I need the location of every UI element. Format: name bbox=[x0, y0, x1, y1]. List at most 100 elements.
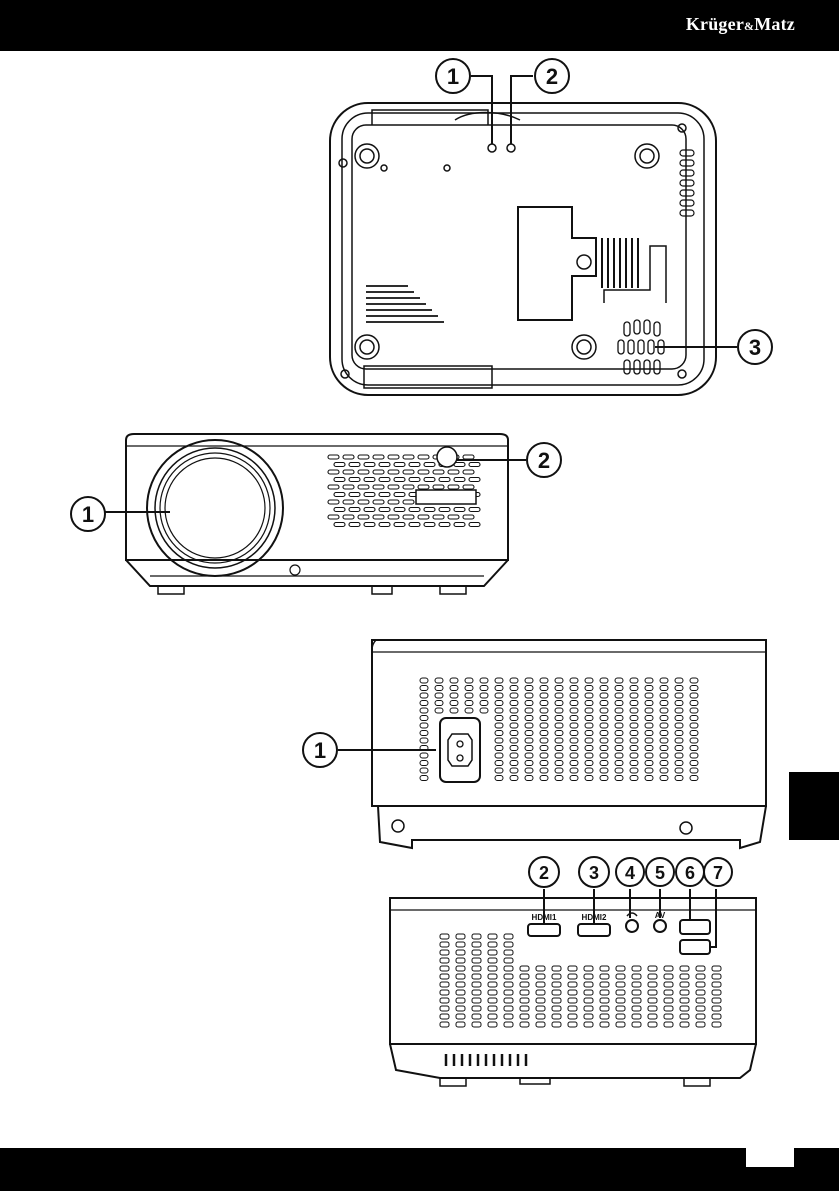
vent-slot bbox=[504, 942, 513, 947]
vent-slot bbox=[660, 708, 668, 713]
vent-slot bbox=[555, 678, 563, 683]
vent-slot bbox=[552, 1006, 561, 1011]
vent-slot bbox=[495, 753, 503, 758]
vent-slot bbox=[540, 753, 548, 758]
vent-slot bbox=[364, 493, 375, 497]
vent-slot bbox=[420, 723, 428, 728]
vent-slot bbox=[450, 708, 458, 713]
vent-slot bbox=[349, 463, 360, 467]
vent-slot bbox=[420, 776, 428, 781]
vent-slot bbox=[448, 515, 459, 519]
vent-slot bbox=[525, 738, 533, 743]
vent-slot bbox=[454, 478, 465, 482]
vent-slot bbox=[343, 500, 354, 504]
vent-slot bbox=[570, 738, 578, 743]
vent-slot bbox=[664, 1022, 673, 1027]
vent-slot bbox=[465, 686, 473, 691]
vent-slot bbox=[454, 523, 465, 527]
io-callout-3: 3 bbox=[579, 857, 609, 887]
vent-slot bbox=[632, 1006, 641, 1011]
svg-text:7: 7 bbox=[713, 863, 723, 883]
vent-slot bbox=[540, 768, 548, 773]
vent-slot bbox=[504, 958, 513, 963]
vent-slot bbox=[472, 934, 481, 939]
vent-slot bbox=[615, 716, 623, 721]
vent-slot bbox=[648, 990, 657, 995]
vent-slot bbox=[472, 942, 481, 947]
vent-slot bbox=[660, 701, 668, 706]
vent-slot bbox=[600, 701, 608, 706]
vent-slot bbox=[456, 942, 465, 947]
vent-slot bbox=[349, 493, 360, 497]
vent-slot bbox=[420, 731, 428, 736]
vent-slot bbox=[690, 776, 698, 781]
vent-slot bbox=[696, 998, 705, 1003]
vent-slot bbox=[632, 982, 641, 987]
vent-slot bbox=[570, 731, 578, 736]
vent-slot bbox=[568, 1022, 577, 1027]
vent-slot bbox=[379, 508, 390, 512]
vent-slot bbox=[504, 998, 513, 1003]
vent-slot bbox=[645, 678, 653, 683]
vent-slot bbox=[585, 753, 593, 758]
vent-slot bbox=[465, 693, 473, 698]
vent-slot bbox=[520, 966, 529, 971]
vent-slot bbox=[584, 990, 593, 995]
vent-slot bbox=[510, 731, 518, 736]
vent-slot bbox=[388, 500, 399, 504]
vent-slot bbox=[690, 738, 698, 743]
vent-slot bbox=[555, 731, 563, 736]
vent-slot bbox=[675, 693, 683, 698]
vent-slot bbox=[358, 470, 369, 474]
vent-slot bbox=[600, 731, 608, 736]
vent-slot bbox=[616, 998, 625, 1003]
vent-slot bbox=[520, 1022, 529, 1027]
io-callout-7: 7 bbox=[704, 858, 732, 886]
vent-slot bbox=[424, 463, 435, 467]
vent-slot bbox=[630, 761, 638, 766]
vent-slot bbox=[439, 508, 450, 512]
vent-slot bbox=[454, 508, 465, 512]
vent-slot bbox=[440, 1022, 449, 1027]
vent-slot bbox=[394, 523, 405, 527]
vent-slot bbox=[630, 723, 638, 728]
vent-slot bbox=[495, 723, 503, 728]
vent-slot bbox=[480, 701, 488, 706]
vent-slot bbox=[364, 523, 375, 527]
vent-slot bbox=[418, 470, 429, 474]
vent-slot bbox=[334, 523, 345, 527]
vent-slot bbox=[584, 1006, 593, 1011]
vent-slot bbox=[349, 523, 360, 527]
vent-slot bbox=[472, 982, 481, 987]
vent-slot bbox=[420, 693, 428, 698]
vent-slot bbox=[463, 485, 474, 489]
vent-slot bbox=[645, 693, 653, 698]
vent-slot bbox=[343, 485, 354, 489]
vent-slot bbox=[568, 966, 577, 971]
vent-slot bbox=[600, 966, 609, 971]
vent-slot bbox=[435, 678, 443, 683]
vent-slot bbox=[675, 738, 683, 743]
vent-slot bbox=[480, 693, 488, 698]
vent-slot bbox=[645, 716, 653, 721]
vent-slot bbox=[585, 731, 593, 736]
vent-slot bbox=[469, 508, 480, 512]
vent-slot bbox=[379, 463, 390, 467]
vent-slot bbox=[409, 508, 420, 512]
vent-slot bbox=[690, 746, 698, 751]
vent-slot bbox=[510, 768, 518, 773]
vent-slot bbox=[472, 966, 481, 971]
vent-slot bbox=[630, 768, 638, 773]
vent-slot bbox=[510, 753, 518, 758]
vent-slot bbox=[660, 746, 668, 751]
vent-slot bbox=[585, 746, 593, 751]
vent-slot bbox=[388, 455, 399, 459]
vent-slot bbox=[645, 746, 653, 751]
vent-slot bbox=[440, 966, 449, 971]
vent-slot bbox=[600, 1006, 609, 1011]
vent-slot bbox=[680, 990, 689, 995]
io-side-figure: HDMI1 HDMI2 AV 2 3 bbox=[390, 857, 756, 1086]
vent-slot bbox=[472, 1014, 481, 1019]
vent-slot bbox=[328, 470, 339, 474]
vent-slot bbox=[585, 776, 593, 781]
